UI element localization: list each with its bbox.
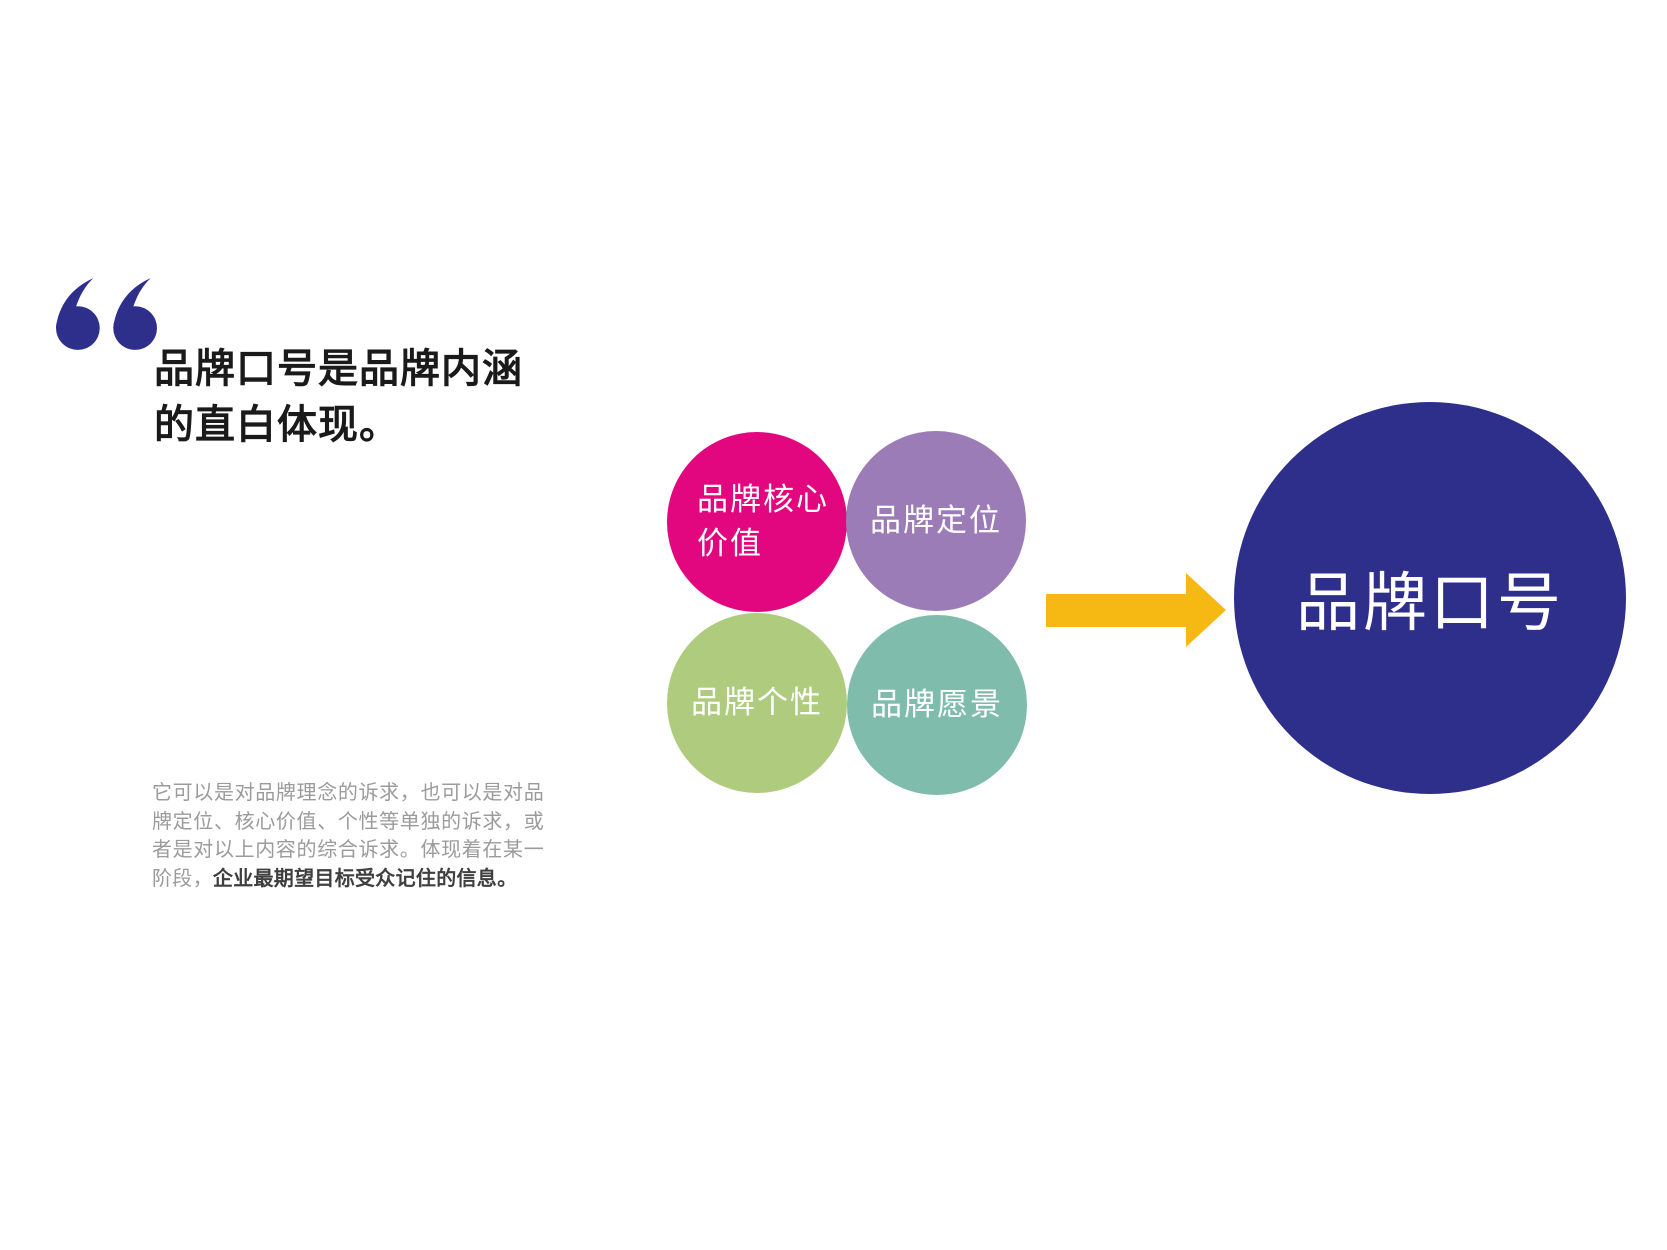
bubble-brand-personality: 品牌个性 bbox=[667, 613, 847, 793]
bubble-brand-positioning: 品牌定位 bbox=[846, 431, 1026, 611]
description-text: 它可以是对品牌理念的诉求，也可以是对品牌定位、核心价值、个性等单独的诉求，或者是… bbox=[152, 779, 544, 893]
description-emphasis: 企业最期望目标受众记住的信息。 bbox=[212, 867, 518, 890]
bubble-brand-vision: 品牌愿景 bbox=[847, 615, 1027, 795]
quote-icon bbox=[56, 278, 157, 350]
bubble-brand-positioning-label: 品牌定位 bbox=[870, 503, 1002, 538]
result-circle-brand-slogan: 品牌口号 bbox=[1234, 402, 1626, 794]
page-title-line2: 的直白体现。 bbox=[154, 403, 400, 447]
page-title-line1: 品牌口号是品牌内涵 bbox=[154, 347, 523, 391]
result-circle-label: 品牌口号 bbox=[1296, 567, 1564, 639]
right-arrow-head bbox=[1186, 573, 1226, 647]
bubble-brand-vision-label: 品牌愿景 bbox=[871, 687, 1003, 722]
description-normal: 它可以是对品牌理念的诉求，也可以是对品牌定位、核心价值、个性等单独的诉求，或者是… bbox=[152, 782, 544, 890]
right-arrow-icon bbox=[1046, 573, 1226, 648]
bubble-brand-core-value: 品牌核心 价值 bbox=[667, 432, 847, 612]
page-title: 品牌口号是品牌内涵 的直白体现。 bbox=[154, 341, 523, 453]
bubble-brand-core-value-label: 品牌核心 价值 bbox=[697, 482, 829, 561]
right-arrow-shaft bbox=[1046, 594, 1188, 627]
bubble-brand-personality-label: 品牌个性 bbox=[691, 685, 823, 720]
